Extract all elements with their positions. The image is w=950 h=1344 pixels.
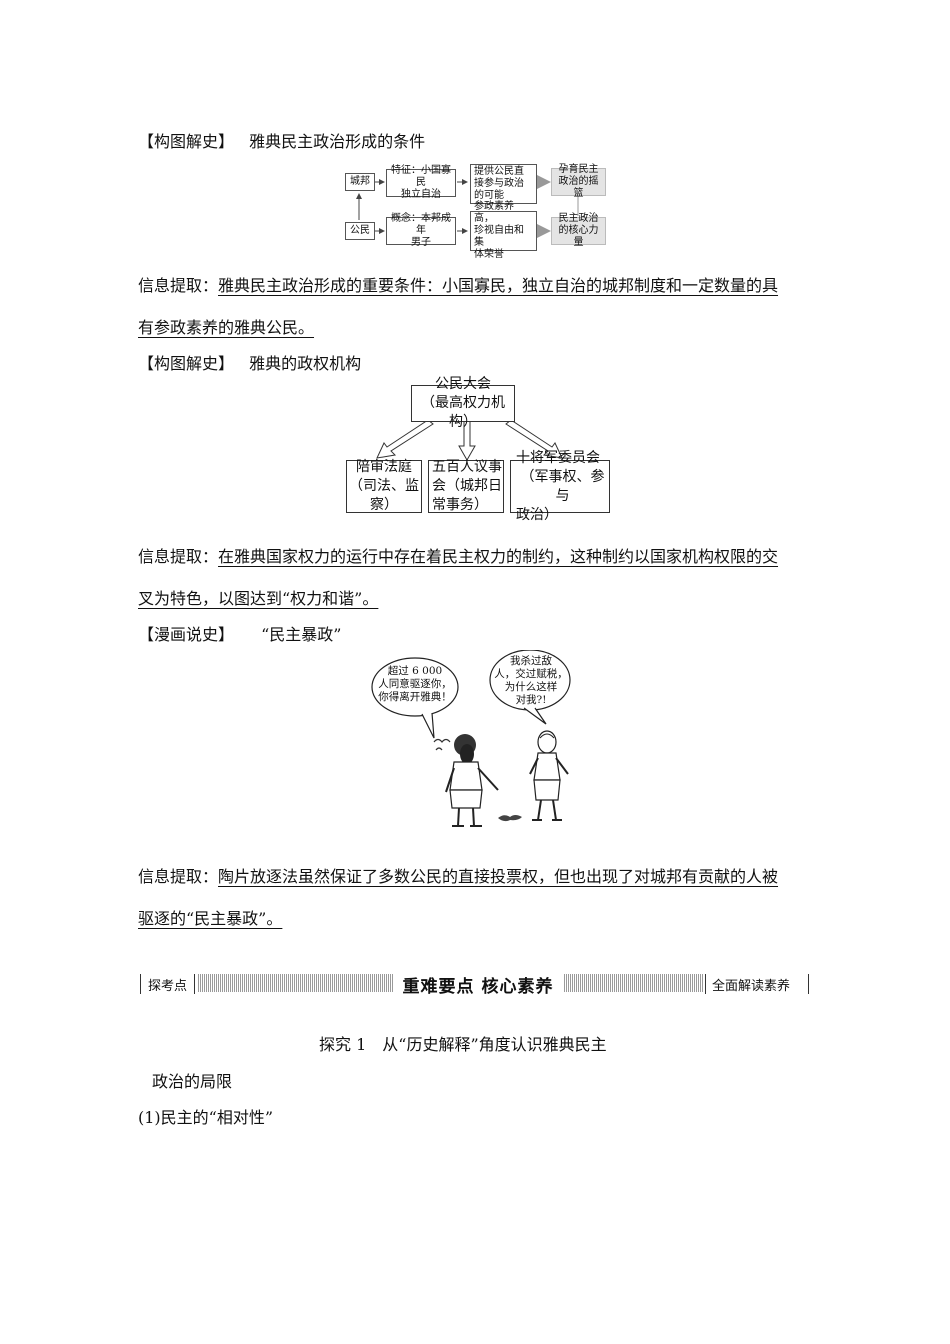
cartoon-illustration: 超过 6 000 人同意驱逐你， 你得离开雅典！ 我杀过敌 人，交过赋税， 为什… — [370, 650, 590, 830]
jury-court-title: 陪审法庭 — [356, 459, 412, 475]
section2-heading-title: 雅典的政权机构 — [249, 354, 362, 373]
assembly-title: 公民大会 — [435, 376, 491, 392]
concept-box: 概念：本邦成年 男子 — [386, 213, 456, 248]
banner-title: 重难要点 核心素养 — [393, 972, 563, 997]
result-b-box: 参政素养高， 珍视自由和集 体荣誉 — [470, 201, 537, 260]
city-box: 城邦 — [345, 173, 375, 191]
explore-subtitle: 政治的局限 — [152, 1072, 233, 1091]
section1-heading: 【构图解史】 雅典民主政治形成的条件 — [138, 128, 425, 152]
result-a-box: 提供公民直 接参与政治 的可能 — [470, 164, 537, 204]
conditions-diagram-connectors — [356, 175, 579, 238]
outcome-a-line-1: 孕育民主 — [558, 164, 599, 175]
concept-line-1: 概念：本邦成年 — [391, 213, 451, 236]
section3-info-label: 信息提取： — [138, 867, 219, 886]
generals-line-1: 十将军委员会 — [516, 449, 600, 466]
section1-info-text-2: 有参政素养的雅典公民。 — [138, 318, 315, 337]
citizen-label: 公民 — [350, 225, 370, 236]
generals-line-2: （军事权、参与 — [520, 468, 605, 504]
result-b-line-2: 珍视自由和集 — [474, 225, 524, 248]
citizen-box: 公民 — [345, 222, 375, 240]
jury-court-subtitle: （司法、监察） — [349, 478, 419, 513]
banner-right-inner-divider — [705, 974, 706, 994]
explore-title: 探究 1 从“历史解释”角度认识雅典民主 — [319, 1035, 607, 1054]
section1-info-text-1: 雅典民主政治形成的重要条件：小国寡民，独立自治的城邦制度和一定数量的具 — [218, 276, 779, 295]
banner-left-divider — [140, 974, 141, 994]
council-line-3: 常事务） — [432, 497, 488, 513]
right-bubble-line-2: 人，交过赋税， — [494, 668, 568, 680]
section3-info-text-2: 驱逐的“民主暴政”。 — [138, 909, 283, 928]
right-bubble-line-1: 我杀过敌 — [510, 655, 552, 667]
section-banner: 探考点 重难要点 核心素养 全面解读素养 — [140, 970, 810, 998]
section3-info-text-1: 陶片放逐法虽然保证了多数公民的直接投票权，但也出现了对城邦有贡献的人被 — [218, 867, 779, 886]
generals-box: 十将军委员会 （军事权、参与 政治） — [510, 450, 610, 523]
left-speech-bubble: 超过 6 000 人同意驱逐你， 你得离开雅典！ — [376, 665, 454, 704]
outcome-b-box: 民主政治 的核心力量 — [551, 213, 606, 248]
council-box: 五百人议事 会（城邦日 常事务） — [428, 459, 504, 513]
institutions-diagram: 公民大会 （最高权力机构） 陪审法庭 （司法、监察） 五百人议事 会（城邦日 常… — [0, 0, 950, 523]
right-speech-bubble: 我杀过敌 人，交过赋税， 为什么这样 对我?! — [492, 655, 570, 707]
section2-info-label: 信息提取： — [138, 547, 219, 566]
feature-box: 特征：小国寡民 独立自治 — [386, 165, 456, 200]
council-line-1: 五百人议事 — [432, 459, 502, 475]
section1-heading-title: 雅典民主政治形成的条件 — [249, 132, 426, 151]
banner-right-label: 全面解读素养 — [712, 979, 791, 994]
result-b-line-1: 参政素养高， — [474, 201, 514, 224]
section2-info-text-2: 叉为特色，以图达到“权力和谐”。 — [138, 589, 379, 608]
left-bubble-line-2: 人同意驱逐你， — [378, 678, 452, 690]
assembly-box: 公民大会 （最高权力机构） — [411, 376, 515, 430]
section3-heading: 【漫画说史】 “民主暴政” — [138, 621, 341, 645]
outcome-b-line-1: 民主政治 — [558, 213, 599, 224]
section3-info-line2: 驱逐的“民主暴政”。 — [138, 905, 282, 929]
section2-info-text-1: 在雅典国家权力的运行中存在着民主权力的制约，这种制约以国家机构权限的交 — [218, 547, 779, 566]
institutions-diagram-arrows — [376, 419, 563, 462]
city-label: 城邦 — [350, 176, 370, 187]
section3-info-line1: 信息提取：陶片放逐法虽然保证了多数公民的直接投票权，但也出现了对城邦有贡献的人被 — [138, 863, 778, 887]
section2-info-line1: 信息提取：在雅典国家权力的运行中存在着民主权力的制约，这种制约以国家机构权限的交 — [138, 543, 778, 567]
outcome-a-box: 孕育民主 政治的摇篮 — [551, 164, 606, 199]
section1-info-line1: 信息提取：雅典民主政治形成的重要条件：小国寡民，独立自治的城邦制度和一定数量的具 — [138, 272, 778, 296]
banner-left-label: 探考点 — [148, 979, 188, 994]
outcome-a-line-2: 政治的摇篮 — [558, 176, 599, 199]
section1-info-line2: 有参政素养的雅典公民。 — [138, 314, 314, 338]
right-bubble-line-3: 为什么这样 — [504, 681, 558, 693]
section2-heading: 【构图解史】 雅典的政权机构 — [138, 350, 361, 374]
council-line-2: 会（城邦日 — [432, 478, 502, 494]
left-bubble-line-3: 你得离开雅典！ — [378, 691, 452, 703]
result-a-line-2: 接参与政治 — [474, 178, 524, 189]
result-a-line-1: 提供公民直 — [474, 166, 524, 177]
right-bubble-line-4: 对我?! — [515, 694, 547, 706]
assembly-subtitle: （最高权力机构） — [421, 395, 505, 430]
section2-heading-label: 【构图解史】 — [138, 354, 235, 373]
banner-left-inner-divider — [194, 974, 195, 994]
section1-info-label: 信息提取： — [138, 276, 219, 295]
result-a-line-3: 的可能 — [474, 190, 504, 201]
outcome-b-line-2: 的核心力量 — [558, 225, 599, 248]
banner-right-divider — [808, 974, 809, 994]
jury-court-box: 陪审法庭 （司法、监察） — [346, 459, 422, 513]
generals-line-3: 政治） — [516, 506, 558, 523]
feature-line-1: 特征：小国寡民 — [391, 165, 451, 188]
left-bubble-line-1: 超过 6 000 — [387, 665, 443, 677]
section2-info-line2: 叉为特色，以图达到“权力和谐”。 — [138, 585, 378, 609]
section1-heading-label: 【构图解史】 — [138, 132, 235, 151]
explore-item-1: (1)民主的“相对性” — [138, 1108, 274, 1127]
conditions-diagram: 城邦 公民 特征：小国寡民 独立自治 概念：本邦成年 男子 提供公民直 接参与政… — [0, 0, 950, 260]
section3-heading-label: 【漫画说史】 — [138, 625, 235, 644]
concept-line-2: 男子 — [411, 237, 431, 248]
result-b-line-3: 体荣誉 — [474, 249, 504, 260]
cartoon-drawing — [371, 650, 571, 827]
feature-line-2: 独立自治 — [401, 189, 441, 200]
section3-heading-title: “民主暴政” — [261, 625, 342, 644]
